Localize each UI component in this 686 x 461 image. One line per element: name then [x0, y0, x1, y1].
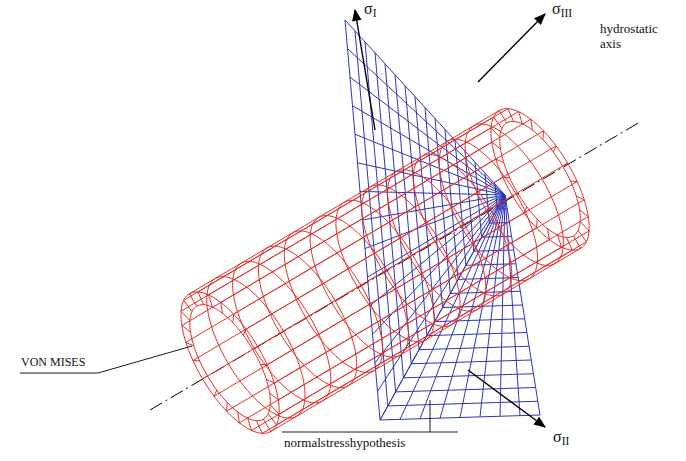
von-mises-cylinder-mesh [465, 124, 563, 266]
leader-line [282, 432, 458, 433]
von-mises-cylinder-mesh [491, 128, 500, 137]
von-mises-cylinder-mesh [186, 342, 194, 346]
von-mises-cylinder-mesh [570, 181, 577, 182]
von-mises-cylinder-mesh [221, 302, 223, 313]
von-mises-cylinder-mesh [243, 329, 246, 335]
von-mises-cylinder-mesh [207, 277, 305, 419]
von-mises-cylinder-mesh [203, 376, 208, 379]
von-mises-cylinder-mesh [253, 346, 258, 349]
normal-stress-surface-mesh [380, 415, 540, 420]
von-mises-cylinder-mesh [252, 247, 562, 430]
von-mises-cylinder-mesh [189, 111, 499, 294]
von-mises-cylinder-mesh [226, 402, 228, 411]
von-mises-cylinder-mesh [238, 412, 240, 423]
von-mises-cylinder-mesh [232, 314, 234, 323]
axis-label: σII [553, 428, 569, 446]
von-mises-cylinder-mesh [576, 196, 584, 200]
von-mises-cylinder-mesh [198, 292, 204, 305]
von-mises-cylinder-mesh [214, 213, 524, 396]
von-mises-cylinder-mesh [580, 210, 589, 217]
normal-stress-surface-mesh [435, 118, 450, 293]
von-mises-cylinder-mesh [271, 248, 581, 431]
von-mises-cylinder-mesh [500, 121, 581, 237]
von-mises-cylinder-mesh [203, 196, 513, 379]
stress-axis-arrow [468, 370, 545, 427]
von-mises-cylinder-mesh [268, 414, 276, 425]
normal-stress-surface-mesh [485, 173, 489, 223]
von-mises-cylinder-mesh [524, 207, 527, 213]
von-mises-cylinder-mesh [266, 379, 274, 383]
von-mises-cylinder-mesh [548, 229, 550, 240]
von-mises-cylinder-mesh [553, 146, 556, 152]
normal-stress-surface-mesh [497, 208, 507, 209]
von-mises-cylinder-mesh [508, 109, 514, 122]
von-mises-cylinder-mesh [186, 159, 496, 342]
leader-line [20, 346, 192, 373]
von-mises-cylinder-mesh [184, 300, 192, 311]
normal-stress-surface-mesh [425, 108, 443, 308]
axis-name-label: hydrostatic axis [600, 22, 678, 52]
von-mises-cylinder-mesh [542, 131, 544, 140]
normal-stress-surface-mesh [435, 319, 525, 322]
normal-stress-surface-mesh [427, 333, 527, 336]
von-mises-cylinder-mesh [184, 117, 494, 300]
von-mises-cylinder-mesh [182, 325, 191, 332]
hydrostatic-axis-line [150, 122, 640, 410]
von-mises-cylinder-mesh [190, 305, 271, 421]
von-mises-cylinder-mesh [531, 119, 533, 130]
surface-label: normalstresshypothesis [284, 436, 405, 451]
stress-axis-arrow [355, 10, 375, 130]
von-mises-cylinder-mesh [214, 390, 217, 396]
axis-label: σIII [552, 0, 572, 18]
von-mises-cylinder-mesh [492, 142, 501, 149]
von-mises-cylinder-mesh [558, 235, 562, 247]
normal-stress-surface-mesh [395, 75, 419, 350]
von-mises-cylinder-mesh [270, 393, 279, 400]
von-mises-cylinder-mesh [181, 311, 190, 320]
von-mises-cylinder-mesh [270, 405, 279, 414]
surface-label: VON MISES [21, 356, 85, 370]
von-mises-cylinder-mesh [578, 231, 586, 242]
normal-stress-surface-mesh [396, 388, 536, 392]
normal-stress-surface-mesh [482, 236, 512, 238]
von-mises-cylinder-mesh [263, 419, 270, 431]
von-mises-cylinder-mesh [494, 117, 502, 128]
von-mises-cylinder-mesh [563, 163, 568, 166]
von-mises-cylinder-mesh [499, 111, 506, 123]
von-mises-cylinder-mesh [193, 360, 200, 361]
von-mises-cylinder-mesh [181, 128, 491, 311]
von-mises-cylinder-mesh [261, 364, 268, 365]
von-mises-cylinder-mesh [573, 236, 580, 248]
von-mises-cylinder-mesh [189, 294, 196, 306]
von-mises-cylinder-mesh [503, 177, 510, 178]
von-mises-cylinder-mesh [580, 222, 589, 231]
von-mises-cylinder-mesh [227, 228, 537, 411]
leader-line [430, 400, 431, 432]
normal-stress-surface-mesh [403, 374, 533, 378]
von-mises-cylinder-mesh [209, 295, 213, 307]
von-mises-cylinder-mesh [512, 193, 517, 196]
von-mises-cylinder-mesh [193, 177, 503, 360]
von-mises-cylinder-mesh [248, 418, 252, 430]
normal-stress-surface-mesh [411, 360, 531, 364]
von-mises-cylinder-mesh [519, 112, 523, 124]
normal-stress-surface-mesh [465, 151, 474, 251]
von-mises-cylinder-mesh [182, 142, 492, 325]
stress-axis-arrow [478, 14, 545, 82]
axis-label: σI [364, 0, 376, 18]
von-mises-cylinder-mesh [262, 250, 572, 433]
von-mises-cylinder-mesh [536, 219, 538, 228]
von-mises-cylinder-mesh [566, 237, 572, 250]
von-mises-cylinder-mesh [256, 421, 262, 434]
normal-stress-surface-mesh [419, 346, 529, 349]
von-mises-cylinder-mesh [496, 159, 504, 163]
